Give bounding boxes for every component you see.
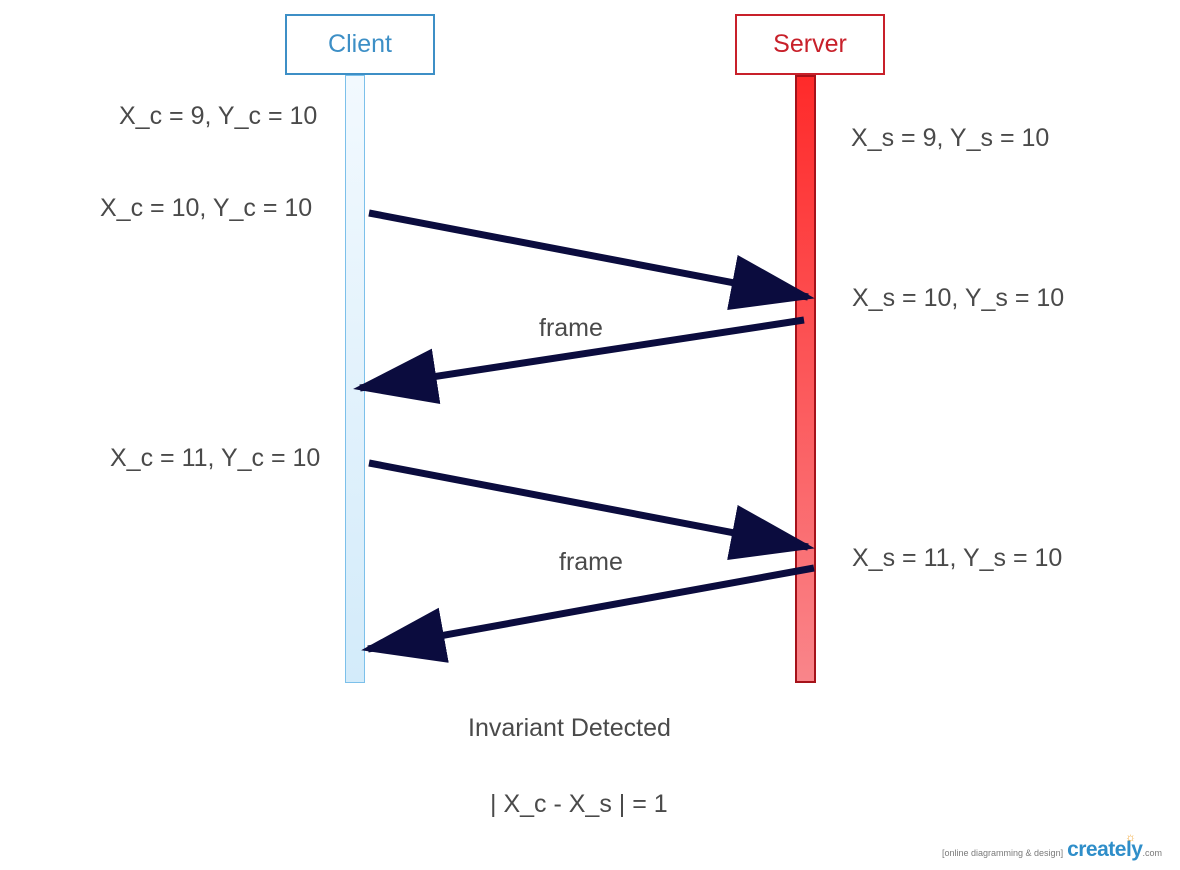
invariant-title: Invariant Detected — [468, 714, 671, 742]
message-label-frame: frame — [559, 548, 623, 576]
client-actor-box: Client — [285, 14, 435, 75]
message-arrow-3 — [368, 459, 815, 561]
watermark-domain: .com — [1142, 848, 1162, 858]
client-state-label: X_c = 9, Y_c = 10 — [119, 102, 318, 130]
client-state-label: X_c = 11, Y_c = 10 — [110, 444, 321, 472]
server-state-label: X_s = 9, Y_s = 10 — [851, 124, 1050, 152]
creately-watermark: [online diagramming & design] creately ☼… — [942, 830, 1162, 862]
message-arrow-1 — [368, 209, 815, 311]
client-actor-label: Client — [328, 30, 392, 58]
client-state-label: X_c = 10, Y_c = 10 — [100, 194, 313, 222]
server-actor-label: Server — [773, 30, 847, 58]
message-arrow-2 — [353, 316, 805, 405]
message-arrow-4 — [361, 564, 815, 663]
server-state-label: X_s = 11, Y_s = 10 — [852, 544, 1063, 572]
creately-logo: creately — [1067, 838, 1143, 861]
invariant-formula: | X_c - X_s | = 1 — [490, 790, 668, 818]
sun-icon: ☼ — [1125, 830, 1136, 844]
message-label-frame: frame — [539, 314, 603, 342]
server-state-label: X_s = 10, Y_s = 10 — [852, 284, 1065, 312]
server-actor-box: Server — [735, 14, 885, 75]
watermark-tagline: [online diagramming & design] — [942, 848, 1064, 858]
